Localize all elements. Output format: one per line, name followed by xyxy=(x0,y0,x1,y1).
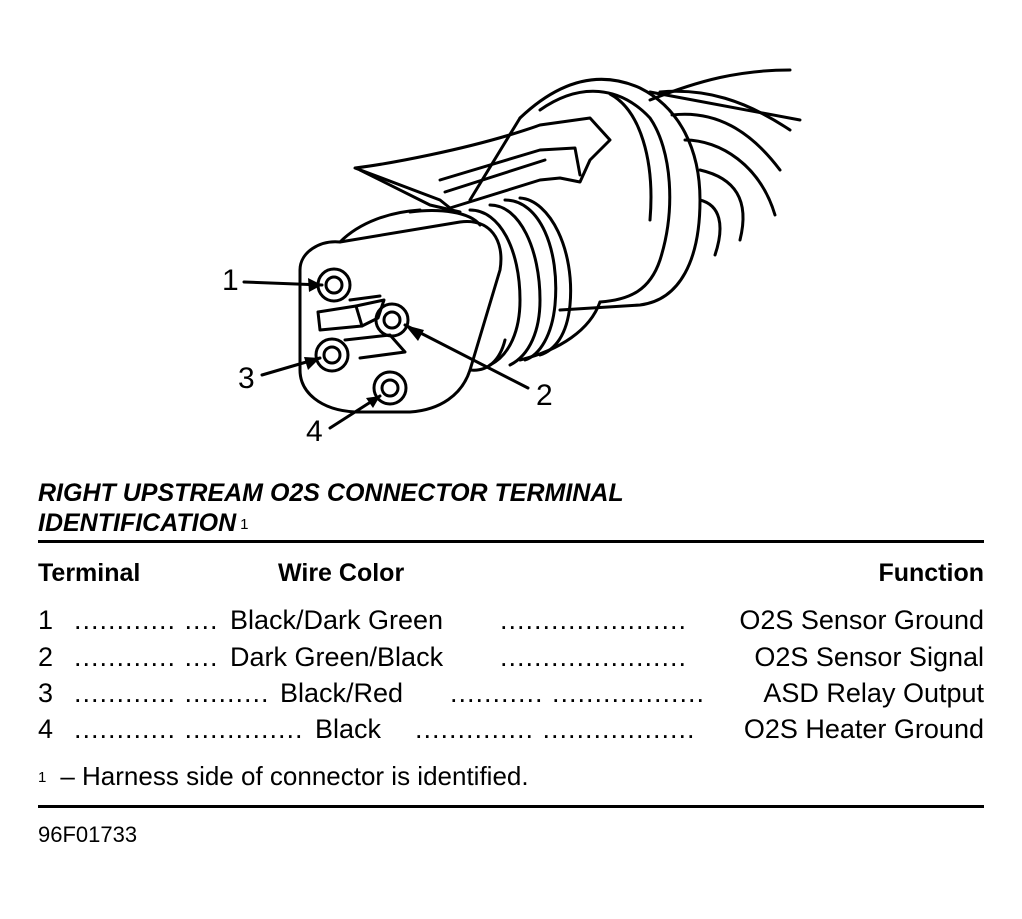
callout-4: 4 xyxy=(306,415,323,448)
terminal-number: 1 xyxy=(38,605,54,635)
wire-bundle xyxy=(648,68,802,257)
wire-color: Black/Red xyxy=(280,678,404,708)
header-wire-color: Wire Color xyxy=(278,559,405,587)
leader-dots: ............ .............. xyxy=(74,714,304,744)
leader-dots: ............ .... xyxy=(74,605,219,635)
title-line-1: RIGHT UPSTREAM O2S CONNECTOR TERMINAL xyxy=(38,479,624,507)
leader-dots: .............. .................. xyxy=(415,714,696,744)
locking-latch xyxy=(353,116,612,214)
terminal-function: ASD Relay Output xyxy=(763,678,984,708)
leader-line-2 xyxy=(403,323,530,390)
header-terminal: Terminal xyxy=(38,559,141,587)
terminal-function: O2S Heater Ground xyxy=(743,714,984,744)
connector-face xyxy=(298,208,507,414)
footnote-marker: 1 xyxy=(38,769,47,786)
table-bottom-rule xyxy=(38,805,984,808)
callout-2: 2 xyxy=(536,379,553,412)
rear-housing xyxy=(468,77,702,312)
leader-dots: ............ .......... xyxy=(74,678,270,708)
wire-color: Dark Green/Black xyxy=(230,642,444,672)
leader-arrowheads xyxy=(304,278,424,408)
terminal-number: 4 xyxy=(38,714,54,744)
connector-illustration: 1 2 3 4 xyxy=(222,68,802,448)
terminal-number: 3 xyxy=(38,678,54,708)
table-top-rule xyxy=(38,540,984,543)
sealing-ribs xyxy=(468,196,602,367)
leader-dots: ............ .... xyxy=(74,642,219,672)
footnote-text: – Harness side of connector is identifie… xyxy=(60,761,529,791)
header-function: Function xyxy=(878,559,984,587)
table-row: 4 ............ .............. Black ....… xyxy=(38,712,984,746)
figure-code: 96F01733 xyxy=(38,822,138,847)
terminal-function: O2S Sensor Signal xyxy=(754,642,984,672)
callout-1: 1 xyxy=(222,264,239,297)
table-row: 1 ............ .... Black/Dark Green ...… xyxy=(38,603,984,637)
leader-dots: ...................... xyxy=(500,605,688,635)
table-row: 3 ............ .......... Black/Red ....… xyxy=(38,676,984,710)
table-row: 2 ............ .... Dark Green/Black ...… xyxy=(38,640,984,674)
figure-title: RIGHT UPSTREAM O2S CONNECTOR TERMINAL ID… xyxy=(38,478,938,538)
callout-3: 3 xyxy=(238,362,255,395)
leader-dots: ...................... xyxy=(500,642,688,672)
footnote: 1 – Harness side of connector is identifi… xyxy=(38,760,529,792)
connector-drawing xyxy=(242,68,802,430)
wire-color: Black/Dark Green xyxy=(230,605,444,635)
title-line-2-text: IDENTIFICATION xyxy=(38,509,237,537)
title-footnote-marker: 1 xyxy=(240,516,249,533)
terminal-number: 2 xyxy=(38,642,54,672)
leader-dots: ........... .................. xyxy=(450,678,706,708)
terminal-function: O2S Sensor Ground xyxy=(739,605,984,635)
wire-color: Black xyxy=(315,714,382,744)
